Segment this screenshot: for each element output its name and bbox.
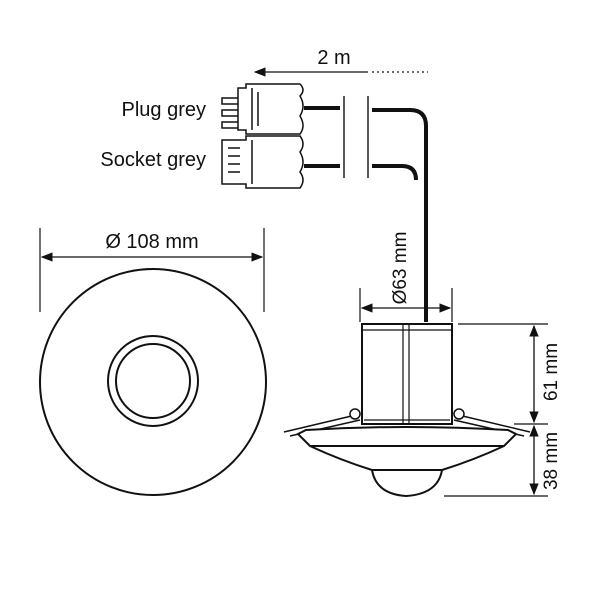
socket-label: Socket grey — [100, 149, 206, 171]
socket-connector — [221, 135, 304, 189]
flange — [296, 426, 518, 447]
cable-length-label: 2 m — [317, 47, 350, 69]
plug-connector — [221, 83, 304, 135]
front-view: Ø 108 mm — [39, 228, 267, 496]
plug-label: Plug grey — [122, 99, 207, 121]
side-view: Ø63 mm 61 mm 38 mm — [283, 232, 562, 498]
cable-length-dimension: 2 m — [253, 47, 428, 77]
body-height-label: 61 mm — [541, 343, 562, 401]
cable-break-marks — [343, 96, 369, 178]
front-diameter-label: Ø 108 mm — [105, 231, 198, 253]
cable-leads — [304, 106, 428, 322]
housing-body — [361, 323, 453, 425]
lens-height-label: 38 mm — [541, 432, 562, 490]
lens-dome — [370, 469, 444, 498]
lens-inner-circle — [115, 343, 191, 419]
flange-cone — [309, 445, 505, 471]
body-diameter-label: Ø63 mm — [390, 232, 411, 305]
